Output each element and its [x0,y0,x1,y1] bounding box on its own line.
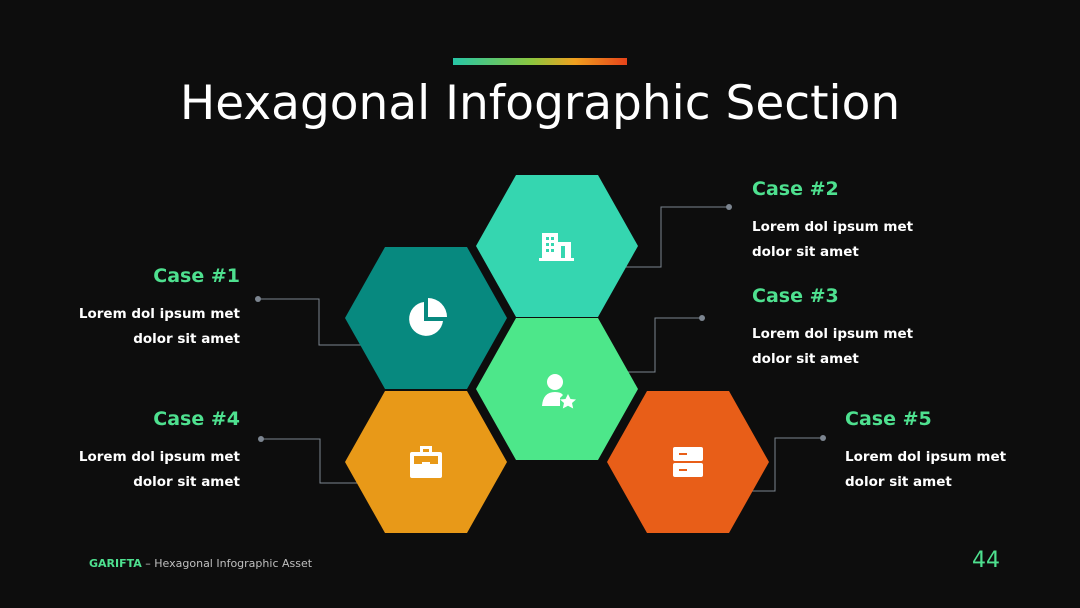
case-5-line-1: Lorem dol ipsum met [845,449,1007,465]
footer-subtitle: – Hexagonal Infographic Asset [141,557,313,570]
accent-gradient-bar [453,58,627,65]
case-4-line-2: dolor sit amet [133,474,240,490]
case-2-line-2: dolor sit amet [752,244,859,260]
user-star-icon [542,374,576,409]
case-3-line-1: Lorem dol ipsum met [752,326,914,342]
slide-title: Hexagonal Infographic Section [179,76,901,131]
pie-chart-icon [409,298,447,336]
case-1-line-1: Lorem dol ipsum met [78,306,240,322]
case-3-title: Case #3 [752,285,839,307]
case-3-line-2: dolor sit amet [752,351,859,367]
page-number: 44 [972,548,1000,573]
case-2-line-1: Lorem dol ipsum met [752,219,914,235]
case-5-title: Case #5 [845,408,932,430]
connector-case-2 [593,206,729,268]
case-3-description: Lorem dol ipsum met dolor sit amet [752,322,972,372]
case-1-title: Case #1 [153,265,240,287]
case-1-line-2: dolor sit amet [133,331,240,347]
connector-case-4 [261,438,378,484]
footer-brand: GARIFTA [89,557,142,570]
connector-case-3 [606,317,702,373]
connector-case-1 [258,298,379,346]
hexagon-case-1 [345,247,507,389]
case-4-description: Lorem dol ipsum met dolor sit amet [20,445,240,495]
case-5-description: Lorem dol ipsum met dolor sit amet [845,445,1065,495]
case-4-title: Case #4 [153,408,240,430]
briefcase-icon [410,446,442,478]
building-icon [539,233,574,261]
hexagon-case-5 [607,391,769,533]
case-2-description: Lorem dol ipsum met dolor sit amet [752,215,972,265]
footer: GARIFTA – Hexagonal Infographic Asset [89,557,312,570]
archive-icon [673,447,703,477]
case-1-description: Lorem dol ipsum met dolor sit amet [20,302,240,352]
case-2-title: Case #2 [752,178,839,200]
case-4-line-1: Lorem dol ipsum met [78,449,240,465]
case-5-line-2: dolor sit amet [845,474,952,490]
